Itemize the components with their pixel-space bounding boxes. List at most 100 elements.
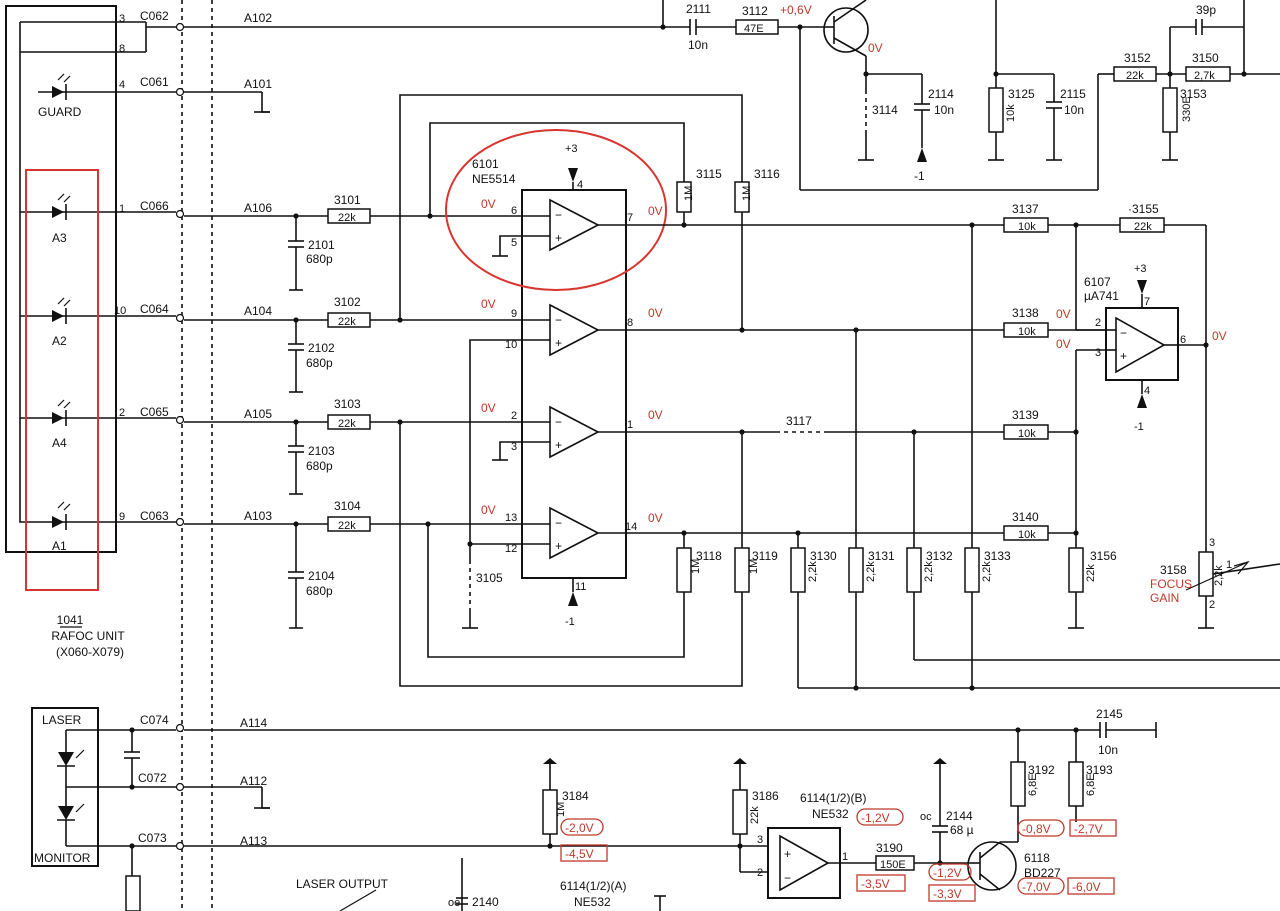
cap-prefix: oe [448,897,460,909]
voltage-label: -2,7V [1074,822,1103,836]
cap-prefix: oc [920,811,932,823]
supply-label: -1 [914,169,925,183]
resistor-ref: 3193 [1086,763,1113,777]
voltage-label: +0,6V [780,3,812,17]
voltage-label: 0V [868,41,883,55]
voltage-label: -4,5V [565,847,594,861]
connector-a-label: A106 [244,201,272,215]
connector-a-label: A103 [244,509,272,523]
resistor-ref: 3102 [334,295,361,309]
resistor-ref: 3152 [1124,51,1151,65]
opamp-b-ref: 6114(1/2)(B) [800,791,866,805]
lower-resistors [676,222,1280,691]
cap-ref: 2144 [946,809,973,823]
connector-c-label: C066 [140,199,169,213]
cap-value: 680p [306,356,333,370]
transistor-part: BD227 [1024,866,1061,880]
quad-opamp-body [521,189,627,579]
pin-label: 12 [505,543,517,555]
svg-text:+: + [555,231,562,245]
resistor-value: 10k [1018,428,1036,440]
pot-label-focus: FOCUS [1150,577,1192,591]
rafoc-unit: GUARD A3 A2 A4 A1 1041 RAFOC UNIT (X060-… [5,5,125,659]
pin-label: 14 [625,521,637,533]
opamp-a-part: NE532 [574,895,611,909]
cap-ref: 2140 [472,895,499,909]
cap-ref: 2111 [686,2,711,16]
pin-label: 1 [627,419,633,431]
resistor-value: 22k [1134,221,1152,233]
diode-label-a2: A2 [52,334,67,348]
guard-label: GUARD [38,105,82,119]
transistor-ref: 6118 [1024,851,1050,865]
resistor-ref: 3156 [1090,549,1117,563]
connector-a-label: A112 [240,774,267,788]
opamp-triangle [549,198,600,252]
resistor-value: 2,7k [1194,70,1215,82]
voltage-label: -7,0V [1022,880,1051,894]
resistor-ref: 3133 [984,549,1011,563]
supply-label: +3 [1134,263,1147,275]
resistor-ref: 3192 [1028,763,1055,777]
resistor-value: 22k [1085,564,1097,582]
resistor-ref: 3104 [334,499,361,513]
resistor-value: 1M [748,559,760,574]
a1-photodiode-icon [52,501,71,530]
rafoc-unit-number: 1041 [57,613,84,627]
svg-text:+: + [555,438,562,452]
laser-label: LASER [42,713,82,727]
rafoc-unit-box [5,5,117,553]
pin-label: 2 [1209,599,1215,611]
pin-label: 2 [1095,317,1101,329]
pin-label: 4 [119,79,125,91]
connector-a-label: A105 [244,407,272,421]
input-wiring [115,21,690,851]
pin-label: 2 [511,410,517,422]
voltage-label: 0V [481,503,496,517]
diode-label-a3: A3 [52,231,67,245]
rafoc-unit-name: RAFOC UNIT [51,629,125,643]
pot-ref: 3158 [1160,563,1187,577]
resistor-value: 10k [1005,104,1017,122]
voltage-label: 0V [648,306,663,320]
resistor-ref: 3190 [876,841,903,855]
connector-c-label: C064 [140,302,169,316]
voltage-label: 0V [1212,329,1227,343]
voltage-label: -2,0V [565,821,594,835]
summing-resistors [1003,217,1120,629]
resistor-value: 2,2k [865,561,877,582]
pin-label: 1 [119,203,125,215]
resistor-ref: 3138 [1012,306,1039,320]
laser-voltages [560,808,1117,902]
opamp-triangle [549,405,600,459]
pot-label-gain: GAIN [1150,591,1179,605]
pin-label: 3 [119,13,125,25]
resistor-value: 47E [744,23,764,35]
resistor-value: 22k [749,806,761,824]
pin-label: 13 [505,512,517,524]
cap-value: 10n [688,38,708,52]
resistor-value: 22k [338,212,356,224]
quad-opamp-6101: −+ −+ −+ −+ [462,168,627,629]
voltage-label: 0V [1056,337,1071,351]
cap-value: 68 µ [950,823,974,837]
resistor-ref: 3137 [1012,202,1039,216]
cap-ref: 2101 [308,238,335,252]
resistor-ref: 3130 [810,549,837,563]
resistor-value: 330E [1181,96,1193,122]
resistor-ref: ·3155 [1128,202,1159,216]
cap-value: 10n [1098,743,1118,757]
cap-value: 10n [934,103,954,117]
connector-c-label: C061 [140,75,169,89]
pot-value: 2,2k [1213,565,1225,586]
a2-photodiode-icon [52,297,71,324]
supply-label: -1 [1134,421,1144,433]
resistor-ref: 3118 [696,549,722,563]
resistor-value: 6,8E [1085,773,1097,796]
input-resistors [327,208,522,532]
pin-label: 4 [577,179,583,191]
resistor-value: 2,2k [923,561,935,582]
resistor-value: 22k [338,520,356,532]
output-opamp-part: µA741 [1084,289,1119,303]
voltage-label: 0V [1056,307,1071,321]
